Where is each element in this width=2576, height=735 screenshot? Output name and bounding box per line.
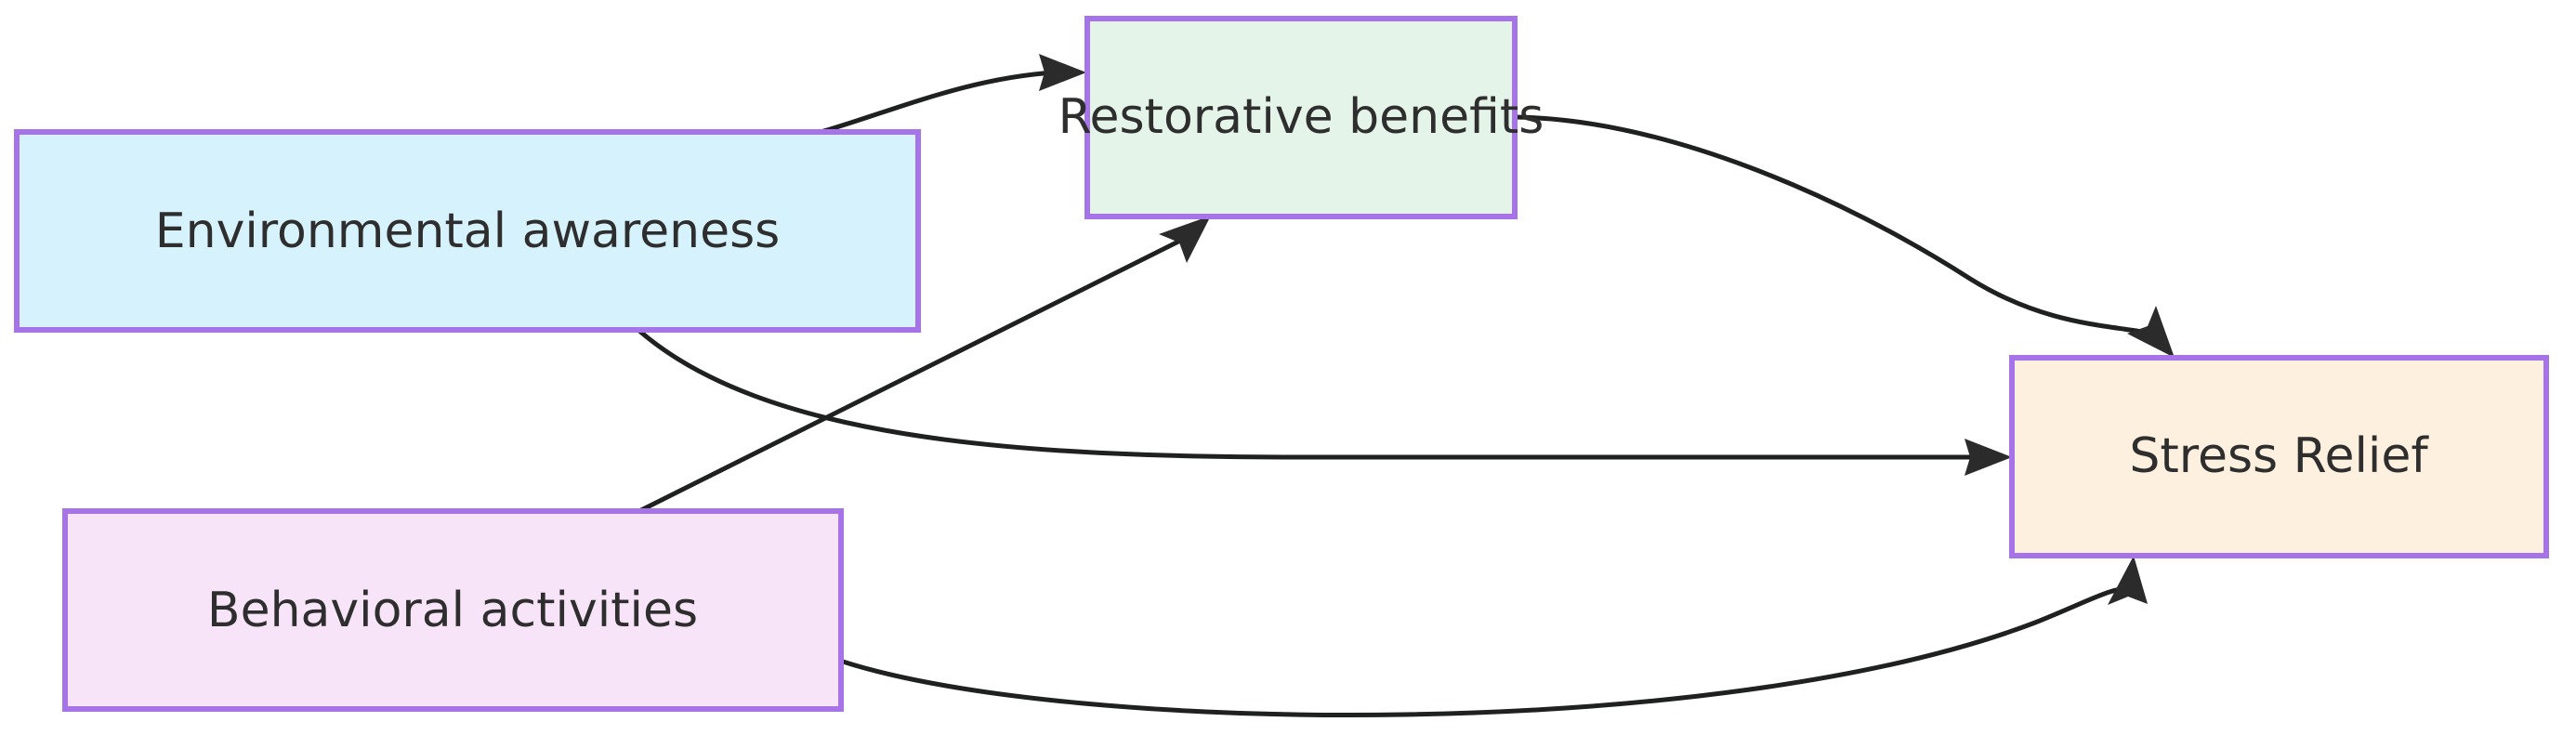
edge-restorative-to-stress bbox=[1514, 114, 2175, 358]
node-environmental-awareness[interactable]: Environmental awareness bbox=[14, 129, 921, 333]
node-box[interactable] bbox=[62, 508, 844, 712]
arrowhead-up-icon bbox=[2108, 556, 2148, 605]
node-label: Behavioral activities bbox=[207, 583, 698, 638]
node-label: Restorative benefits bbox=[1058, 89, 1544, 145]
edge-path bbox=[817, 70, 1056, 136]
edge-env-to-stress bbox=[637, 329, 2012, 476]
node-label: Environmental awareness bbox=[155, 203, 781, 259]
edge-path bbox=[842, 586, 2132, 717]
node-box[interactable] bbox=[1084, 16, 1518, 219]
edge-path bbox=[639, 237, 1184, 513]
node-restorative-benefits[interactable]: Restorative benefits bbox=[1058, 16, 1544, 219]
arrowhead-up-right-icon bbox=[1159, 216, 1211, 263]
node-behavioral-activities[interactable]: Behavioral activities bbox=[62, 508, 844, 712]
node-box[interactable] bbox=[2009, 355, 2549, 558]
node-box[interactable] bbox=[14, 129, 921, 333]
edge-env-to-restorative bbox=[817, 54, 1086, 136]
edge-behavioral-to-stress bbox=[842, 556, 2148, 717]
edge-behavioral-to-restorative bbox=[639, 216, 1211, 513]
node-label: Stress Relief bbox=[2129, 428, 2429, 484]
arrowhead-right-icon bbox=[1965, 439, 2012, 476]
edge-path bbox=[1514, 114, 2148, 335]
node-stress-relief[interactable]: Stress Relief bbox=[2009, 355, 2549, 558]
edge-path bbox=[637, 329, 1980, 460]
arrowhead-right-icon bbox=[1039, 54, 1086, 91]
arrowhead-down-right-icon bbox=[2127, 306, 2175, 358]
